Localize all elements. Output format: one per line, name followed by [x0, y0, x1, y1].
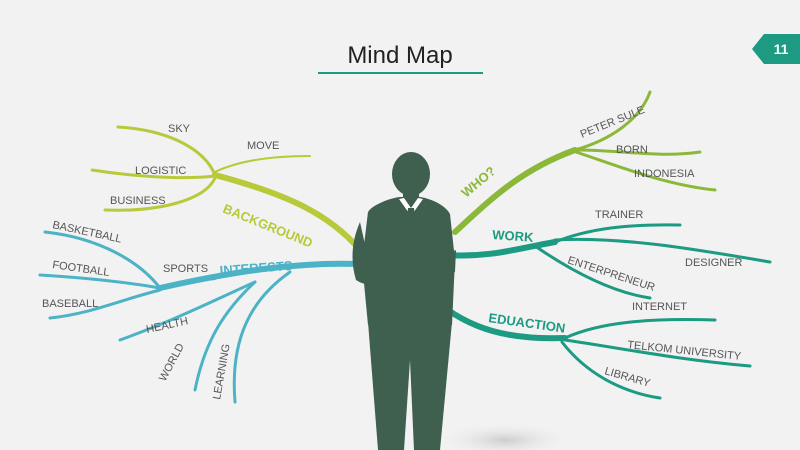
- figure-legs: [368, 322, 452, 450]
- leaf-internet: INTERNET: [632, 301, 687, 313]
- leaf-designer: DESIGNER: [685, 257, 743, 269]
- figure-arms: [352, 222, 456, 288]
- figure-torso: [362, 197, 455, 325]
- branch-education: TELKOM UNIVERSITY LIBRARY EDUACTION: [432, 297, 752, 400]
- branch-interests-twig-learning: [232, 270, 292, 404]
- branch-work-stem: [442, 239, 558, 259]
- leaf-baseball: BASEBALL: [42, 298, 98, 310]
- branch-background-twig-logistic: [90, 168, 217, 180]
- title-underline: [318, 72, 483, 74]
- branch-work: TRAINER DESIGNER ENTERPRENEUR INTERNET W…: [442, 209, 772, 313]
- branch-who-label: WHO?: [458, 163, 498, 200]
- branch-who-twig-born: [576, 148, 702, 156]
- branch-interests-twig-health: [118, 280, 257, 342]
- figure-shadow: [435, 422, 575, 450]
- leaf-indonesia: INDONESIA: [634, 168, 695, 180]
- branch-who-stem: [452, 147, 578, 235]
- figure-tie: [406, 208, 416, 236]
- businessman-figure: [352, 152, 456, 450]
- branch-interests-twig-baseball: [48, 288, 162, 320]
- leaf-health: HEALTH: [145, 315, 189, 336]
- branch-who-twig-indonesia: [574, 150, 717, 192]
- branch-who-twig-peter-sule: [573, 90, 652, 152]
- branch-work-twig-designer: [553, 237, 772, 264]
- leaf-logistic: LOGISTIC: [135, 165, 186, 177]
- leaf-business: BUSINESS: [110, 195, 166, 207]
- branch-education-twig-library: [560, 340, 662, 400]
- branch-background-twig-move: [214, 155, 311, 173]
- leaf-world: WORLD: [157, 342, 187, 384]
- branch-interests-twig-world: [193, 280, 257, 392]
- page-number: 11: [773, 41, 789, 57]
- branch-interests-label: INTERESTS: [219, 258, 293, 278]
- branch-background-twig-business: [103, 176, 217, 212]
- leaf-sky: SKY: [168, 123, 191, 135]
- branch-background-stem: [212, 172, 363, 253]
- leaf-move: MOVE: [247, 140, 279, 152]
- page-number-badge: 11: [752, 34, 800, 64]
- branch-work-label: WORK: [492, 227, 535, 245]
- branch-interests: BASKETBALL FOOTBALL SPORTS BASEBALL HEAL…: [38, 219, 363, 404]
- branch-background: SKY MOVE LOGISTIC BUSINESS BACKGROUND: [90, 123, 363, 253]
- branch-interests-twig-football: [38, 273, 162, 290]
- branch-interests-twig-sports: [161, 278, 216, 288]
- branch-work-twig-trainer: [553, 223, 682, 244]
- branch-education-twig-telkom: [563, 338, 752, 368]
- leaf-library: LIBRARY: [603, 365, 652, 390]
- leaf-learning: LEARNING: [211, 343, 233, 400]
- branch-work-twig-enterpreneur: [533, 244, 652, 300]
- branch-who: PETER SULE BORN INDONESIA WHO?: [452, 90, 717, 235]
- branch-background-twig-sky: [116, 125, 217, 177]
- branch-interests-twig-basketball: [43, 230, 162, 290]
- figure-collar: [399, 198, 423, 216]
- leaf-trainer: TRAINER: [595, 209, 643, 221]
- figure-head: [392, 152, 430, 196]
- leaf-born: BORN: [616, 144, 648, 156]
- leaf-sports: SPORTS: [163, 263, 208, 275]
- branch-education-twig-internet: [563, 318, 717, 340]
- slide-title: Mind Map: [347, 42, 453, 69]
